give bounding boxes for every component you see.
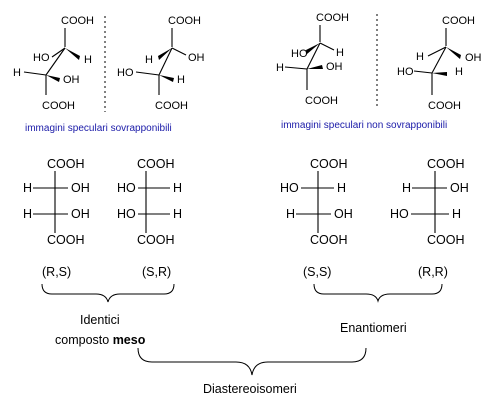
h-label: H — [416, 51, 424, 63]
oh-label: OH — [465, 52, 482, 64]
h-label: H — [173, 207, 182, 221]
config-label-3: (S,S) — [303, 265, 331, 279]
fischer-projection-4: COOH H OH HO H COOH — [390, 157, 469, 247]
ho-label: HO — [397, 66, 414, 78]
h-label: H — [402, 181, 411, 195]
h-label: H — [337, 181, 346, 195]
h-label: H — [276, 62, 284, 74]
ho-label: HO — [33, 52, 50, 64]
label-identical: Identici — [80, 313, 120, 327]
cooh-label: COOH — [155, 100, 188, 112]
cooh-label: COOH — [168, 15, 201, 27]
caption-non-superimposable: immagini speculari non sovrapponibili — [281, 120, 447, 131]
ho-label: HO — [280, 181, 299, 195]
cooh-label: COOH — [47, 233, 85, 247]
oh-label: OH — [326, 61, 343, 73]
h-label: H — [145, 54, 153, 66]
oh-label: OH — [71, 181, 90, 195]
h-label: H — [173, 181, 182, 195]
cooh-label: COOH — [305, 95, 338, 107]
fischer-projection-1: COOH H OH H OH COOH — [23, 157, 90, 247]
config-label-1: (R,S) — [42, 265, 71, 279]
cooh-label: COOH — [310, 233, 348, 247]
brace-diastereomers — [137, 347, 367, 376]
h-label: H — [84, 54, 92, 66]
brace-identical — [41, 283, 175, 303]
h-label: H — [177, 74, 185, 86]
config-label-2: (S,R) — [142, 265, 171, 279]
molecule-3d-4: COOH H OH HO H COOH — [397, 15, 482, 112]
ho-label: HO — [117, 67, 134, 79]
oh-label: OH — [450, 181, 469, 195]
cooh-label: COOH — [316, 12, 349, 24]
h-label: H — [23, 181, 32, 195]
ho-label: HO — [117, 181, 136, 195]
cooh-label: COOH — [137, 233, 175, 247]
cooh-label: COOH — [61, 15, 94, 27]
oh-label: OH — [71, 207, 90, 221]
cooh-label: COOH — [137, 157, 175, 171]
cooh-label: COOH — [427, 233, 465, 247]
cooh-label: COOH — [47, 157, 85, 171]
h-label: H — [455, 66, 463, 78]
label-meso: composto meso — [55, 333, 146, 347]
cooh-label: COOH — [42, 100, 75, 112]
cooh-label: COOH — [442, 15, 475, 27]
h-label: H — [336, 47, 344, 59]
molecule-3d-2: COOH H OH HO H COOH — [117, 15, 205, 112]
ho-label: HO — [291, 48, 308, 60]
label-meso-prefix: composto — [55, 333, 109, 347]
cooh-label: COOH — [428, 100, 461, 112]
molecule-3d-3: COOH HO H H OH COOH — [276, 12, 349, 107]
ho-label: HO — [390, 207, 409, 221]
fischer-projection-3: COOH HO H H OH COOH — [280, 157, 353, 247]
config-label-4: (R,R) — [418, 265, 448, 279]
label-enantiomers: Enantiomeri — [340, 321, 407, 335]
ho-label: HO — [117, 207, 136, 221]
oh-label: OH — [334, 207, 353, 221]
label-diastereomers: Diastereoisomeri — [203, 382, 297, 396]
cooh-label: COOH — [310, 157, 348, 171]
label-meso-bold: meso — [113, 333, 146, 347]
fischer-projection-2: COOH HO H HO H COOH — [117, 157, 182, 247]
h-label: H — [23, 207, 32, 221]
brace-enantiomers — [313, 283, 443, 303]
caption-superimposable: immagini speculari sovrapponibili — [25, 123, 172, 134]
oh-label: OH — [63, 74, 80, 86]
h-label: H — [452, 207, 461, 221]
oh-label: OH — [188, 52, 205, 64]
cooh-label: COOH — [427, 157, 465, 171]
molecule-3d-1: COOH HO H H OH COOH — [13, 15, 94, 112]
h-label: H — [13, 67, 21, 79]
h-label: H — [286, 207, 295, 221]
